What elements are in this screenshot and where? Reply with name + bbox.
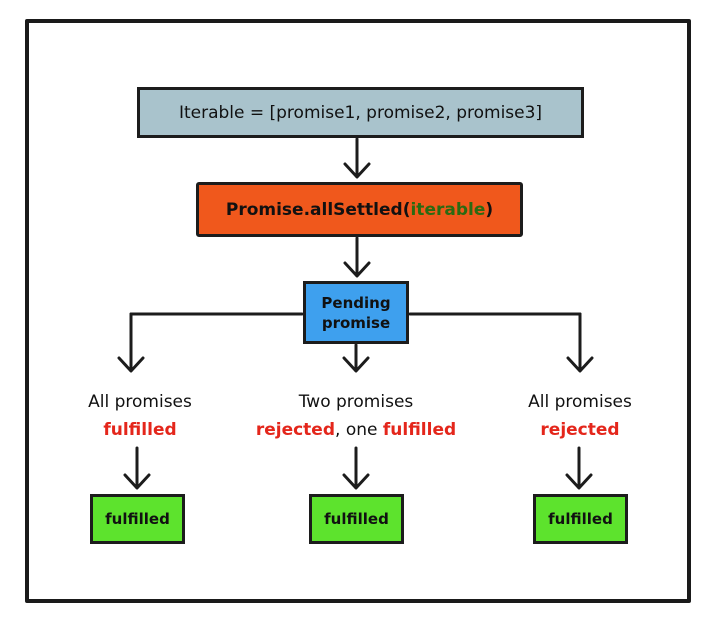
allsettled-prefix: Promise.allSettled( — [225, 199, 411, 220]
arrowhead-iterable-to-allsettled — [343, 162, 371, 179]
branch-mid-connector-text: , one — [335, 420, 383, 440]
arrowhead-right-to-result — [565, 473, 593, 490]
allsettled-argument: iterable — [410, 199, 486, 220]
arrowhead-mid-to-result — [342, 473, 370, 490]
arrowhead-left-to-result — [123, 473, 151, 490]
iterable-node-label: Iterable = [promise1, promise2, promise3… — [178, 102, 543, 123]
arrowhead-branch-mid — [342, 356, 370, 373]
branch-left-status: fulfilled — [103, 420, 177, 440]
branch-label-right: All promises rejected — [500, 388, 660, 444]
pending-line-1: Pending — [321, 293, 391, 312]
result-right-label: fulfilled — [548, 510, 613, 528]
result-left-label: fulfilled — [105, 510, 170, 528]
result-node-left: fulfilled — [90, 494, 185, 544]
result-node-right: fulfilled — [533, 494, 628, 544]
branch-mid-line-1: Two promises — [298, 392, 414, 412]
branch-right-line-1: All promises — [528, 392, 632, 412]
pending-line-2: promise — [321, 313, 391, 332]
arrowhead-branch-right — [566, 356, 594, 373]
branch-mid-status-1: rejected — [255, 420, 336, 440]
branch-label-mid: Two promises rejected, one fulfilled — [236, 388, 476, 444]
pending-promise-node: Pending promise — [303, 281, 409, 344]
branch-right-status: rejected — [540, 420, 620, 440]
branch-label-left: All promises fulfilled — [60, 388, 220, 444]
result-mid-label: fulfilled — [324, 510, 389, 528]
branch-mid-status-2: fulfilled — [382, 420, 457, 440]
result-node-mid: fulfilled — [309, 494, 404, 544]
iterable-node: Iterable = [promise1, promise2, promise3… — [137, 87, 584, 138]
arrowhead-allsettled-to-pending — [343, 261, 371, 278]
allsettled-node: Promise.allSettled(iterable) — [196, 182, 523, 237]
allsettled-suffix: ) — [485, 199, 494, 220]
branch-left-line-1: All promises — [88, 392, 192, 412]
arrowhead-branch-left — [117, 356, 145, 373]
